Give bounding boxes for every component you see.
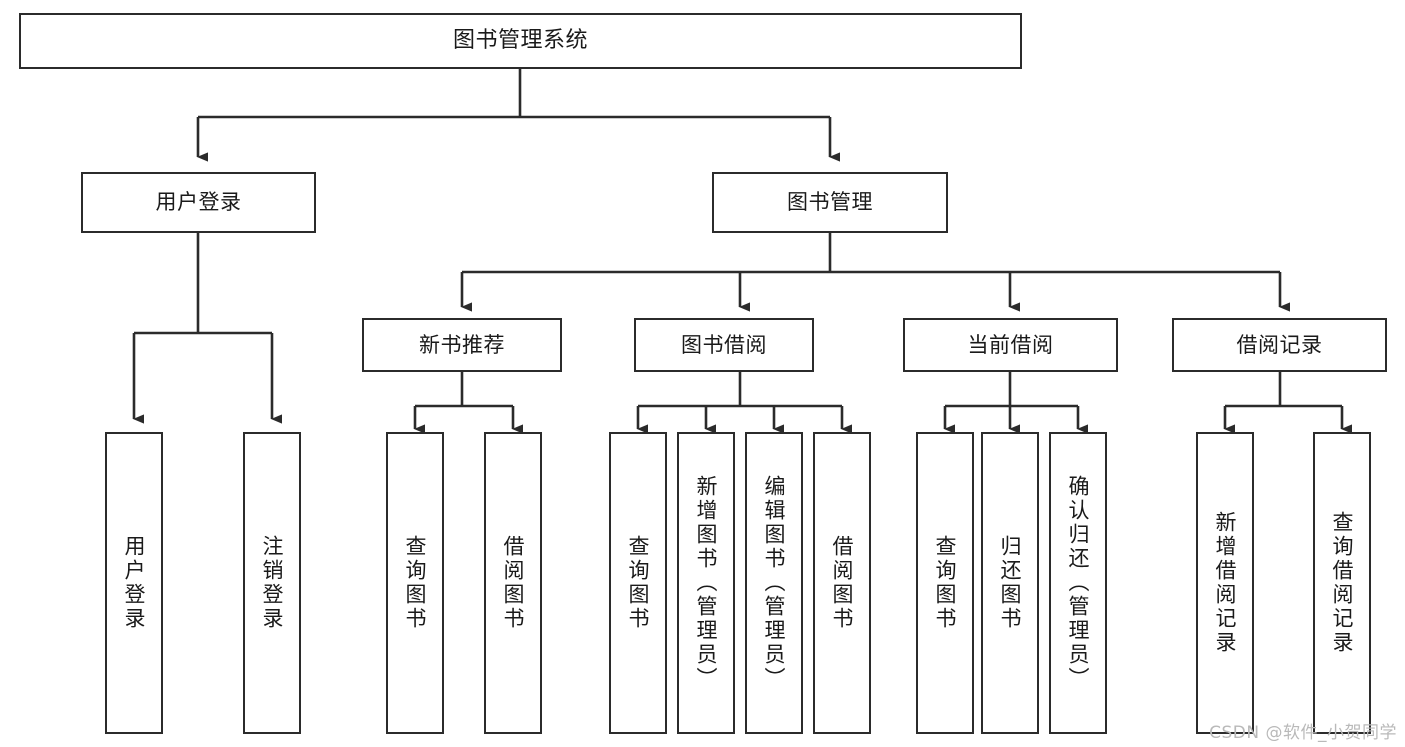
node-label: 借阅记录: [1236, 332, 1323, 357]
leaf-book-borrow-add-book-admin[interactable]: 新增图书（管理员）: [677, 432, 735, 734]
node-label: 查询图书: [626, 535, 651, 631]
leaf-current-borrow-query-book[interactable]: 查询图书: [916, 432, 974, 734]
node-root-book-management-system[interactable]: 图书管理系统: [19, 13, 1022, 69]
node-label: 新书推荐: [419, 332, 505, 357]
csdn-watermark: CSDN @软件_小贺同学: [1209, 723, 1397, 743]
leaf-book-borrow-borrow-book[interactable]: 借阅图书: [813, 432, 871, 734]
leaf-borrow-record-query-record[interactable]: 查询借阅记录: [1313, 432, 1371, 734]
node-label: 归还图书: [998, 535, 1023, 631]
leaf-user-login-login[interactable]: 用户登录: [105, 432, 163, 734]
leaf-current-borrow-confirm-return-admin[interactable]: 确认归还（管理员）: [1049, 432, 1107, 734]
node-label: 借阅图书: [830, 535, 855, 631]
leaf-current-borrow-return-book[interactable]: 归还图书: [981, 432, 1039, 734]
node-new-book-recommendation[interactable]: 新书推荐: [362, 318, 562, 372]
node-book-borrowing[interactable]: 图书借阅: [634, 318, 814, 372]
leaf-borrow-record-add-record[interactable]: 新增借阅记录: [1196, 432, 1254, 734]
node-label: 图书借阅: [681, 332, 767, 357]
node-label: 查询图书: [403, 535, 428, 631]
leaf-book-borrow-edit-book-admin[interactable]: 编辑图书（管理员）: [745, 432, 803, 734]
node-current-borrowing[interactable]: 当前借阅: [903, 318, 1118, 372]
node-label: 确认归还（管理员）: [1066, 475, 1091, 691]
node-borrowing-record[interactable]: 借阅记录: [1172, 318, 1387, 372]
node-label: 注销登录: [260, 535, 285, 631]
leaf-new-book-borrow-book[interactable]: 借阅图书: [484, 432, 542, 734]
leaf-new-book-query-book[interactable]: 查询图书: [386, 432, 444, 734]
node-book-management[interactable]: 图书管理: [712, 172, 948, 233]
node-label: 查询图书: [933, 535, 958, 631]
node-label: 用户登录: [155, 190, 242, 215]
node-label: 图书管理: [787, 190, 873, 215]
node-label: 新增图书（管理员）: [694, 475, 719, 691]
node-user-login[interactable]: 用户登录: [81, 172, 316, 233]
leaf-user-login-logout[interactable]: 注销登录: [243, 432, 301, 734]
node-label: 当前借阅: [967, 332, 1054, 357]
leaf-book-borrow-query-book[interactable]: 查询图书: [609, 432, 667, 734]
node-label: 编辑图书（管理员）: [762, 475, 787, 691]
node-label: 图书管理系统: [452, 28, 588, 54]
node-label: 借阅图书: [501, 535, 526, 631]
node-label: 新增借阅记录: [1213, 511, 1238, 655]
node-label: 用户登录: [122, 535, 147, 631]
node-label: 查询借阅记录: [1330, 511, 1355, 655]
